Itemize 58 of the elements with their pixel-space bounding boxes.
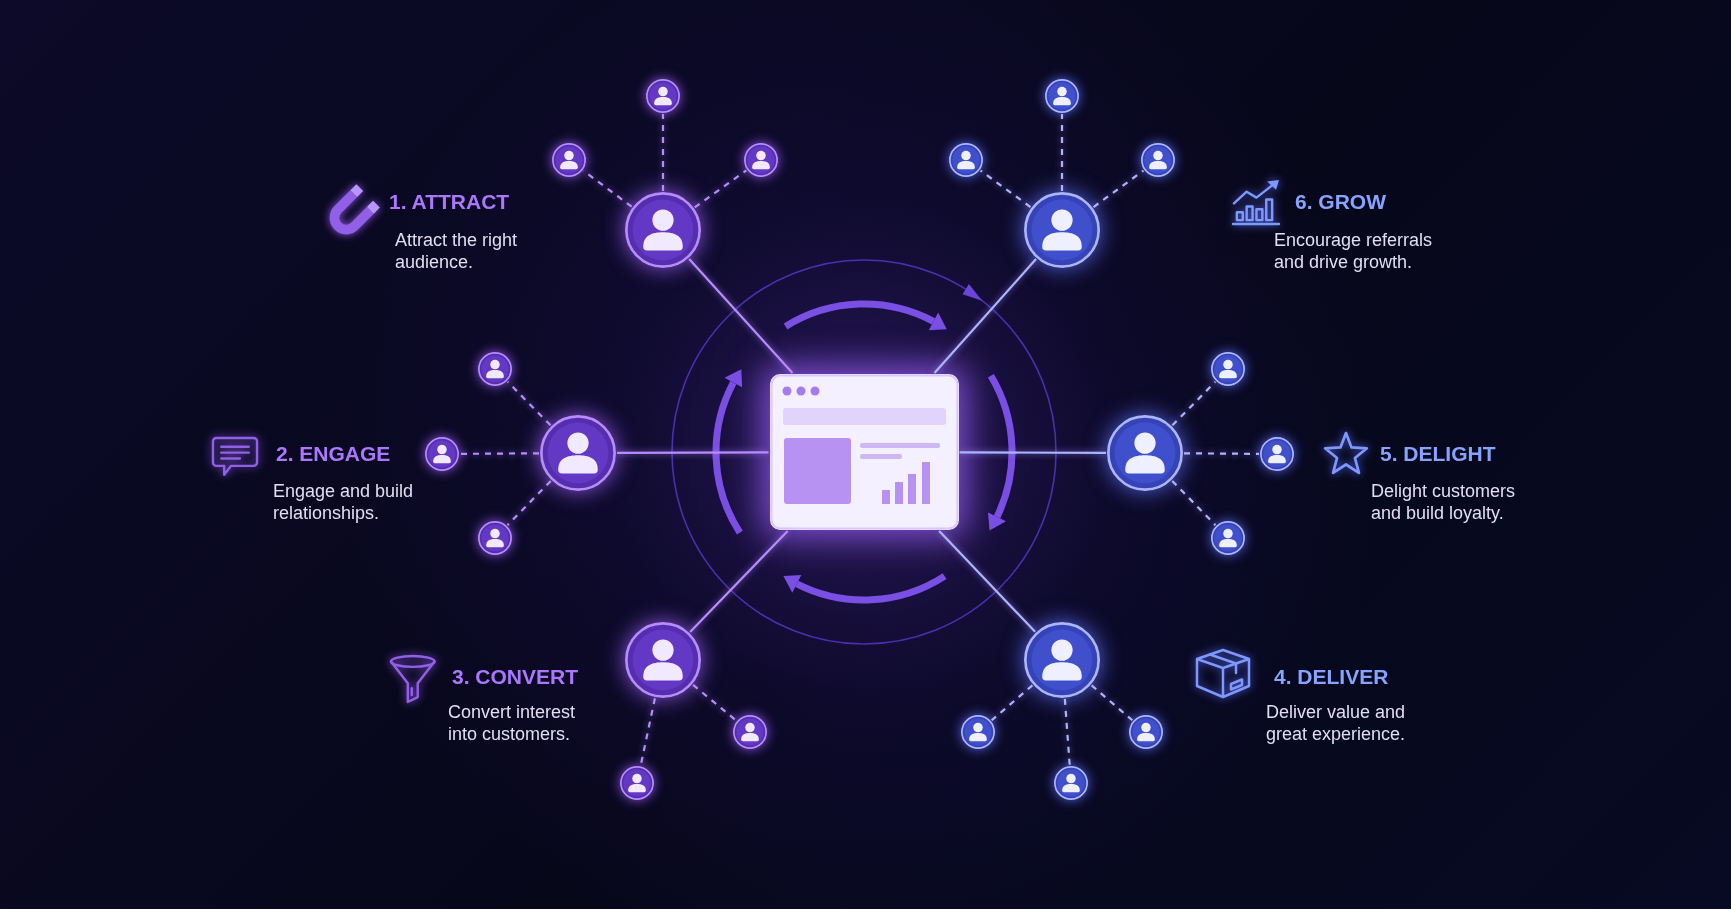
connector-line: [938, 530, 1036, 633]
user-avatar: [1260, 437, 1294, 471]
user-avatar: [1024, 192, 1100, 268]
step-description: Engage and build relationships.: [273, 480, 415, 524]
dashed-connector-line: [1184, 452, 1259, 455]
user-avatar: [625, 622, 701, 698]
step-description: Attract the right audience.: [395, 229, 519, 273]
user-avatar: [1211, 352, 1245, 386]
user-avatar: [478, 521, 512, 555]
connector-line: [933, 258, 1037, 374]
step-heading: 3. CONVERT: [452, 664, 579, 690]
step-heading: 5. DELIGHT: [1380, 441, 1496, 467]
dashed-connector-line: [979, 169, 1032, 208]
step-description: Delight customers and build loyalty.: [1371, 480, 1517, 524]
dashed-connector-line: [661, 114, 665, 191]
dashed-connector-line: [639, 697, 656, 766]
user-avatar: [478, 352, 512, 386]
dashed-connector-line: [1092, 169, 1145, 208]
connector-line: [689, 530, 789, 633]
dashed-connector-line: [506, 480, 552, 526]
dashed-connector-line: [460, 452, 539, 455]
user-avatar: [961, 715, 995, 749]
dashed-connector-line: [1063, 698, 1071, 766]
dashed-connector-line: [694, 169, 747, 209]
step-description: Deliver value and great experience.: [1266, 701, 1407, 745]
user-avatar: [425, 437, 459, 471]
dashed-connector-line: [1171, 381, 1217, 427]
user-avatar: [552, 143, 586, 177]
dashed-connector-line: [692, 684, 737, 722]
step-heading: 4. DELIVER: [1274, 664, 1389, 690]
user-avatar: [1129, 715, 1163, 749]
user-avatar: [625, 192, 701, 268]
dashed-connector-line: [1060, 114, 1064, 191]
step-description: Encourage referrals and drive growth.: [1274, 229, 1434, 273]
user-avatar: [1107, 415, 1183, 491]
browser-window-illustration: [769, 374, 959, 530]
user-avatar: [1211, 521, 1245, 555]
step-heading: 2. ENGAGE: [276, 441, 391, 467]
dashed-connector-line: [990, 684, 1034, 722]
step-description: Convert interest into customers.: [448, 701, 577, 745]
user-avatar: [1045, 79, 1079, 113]
dashed-connector-line: [1171, 480, 1217, 526]
connector-line: [688, 258, 794, 374]
user-avatar: [1024, 622, 1100, 698]
user-avatar: [1054, 766, 1088, 800]
dashed-connector-line: [1090, 684, 1134, 722]
step-heading: 6. GROW: [1295, 189, 1386, 215]
user-avatar: [646, 79, 680, 113]
step-heading: 1. ATTRACT: [389, 189, 510, 215]
user-avatar: [733, 715, 767, 749]
user-avatar: [540, 415, 616, 491]
connector-line: [959, 451, 1106, 454]
user-avatar: [949, 143, 983, 177]
user-avatar: [620, 766, 654, 800]
user-avatar: [1141, 143, 1175, 177]
dashed-connector-line: [506, 381, 552, 427]
user-avatar: [744, 143, 778, 177]
connector-line: [617, 451, 769, 454]
